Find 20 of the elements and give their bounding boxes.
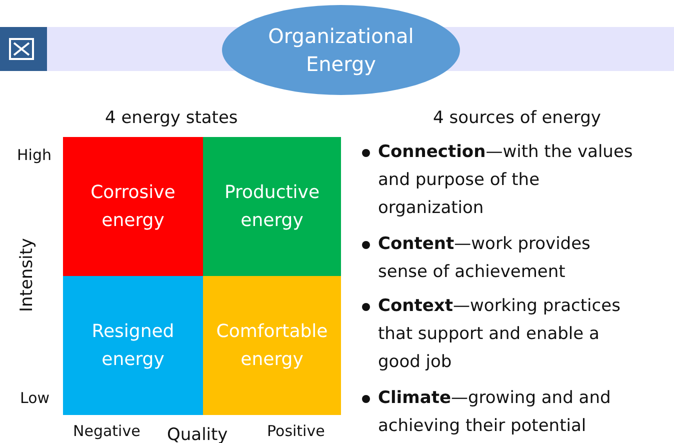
- quadrant: [63, 137, 203, 276]
- list-heading: 4 sources of energy: [433, 108, 601, 128]
- bullet-text: Context—working practices that support and enable a good job: [378, 295, 622, 374]
- bullet-text: Connection—with the values and purpose of the organization: [378, 141, 634, 220]
- quadrant-label: Resigned energy: [90, 320, 176, 372]
- bullet-text: Content—work provides sense of achievement: [378, 233, 592, 284]
- axis-title: Intensity: [17, 238, 37, 312]
- bullet-text: Climate—growing and and achieving their potential: [378, 387, 612, 438]
- quadrant-label: Comfortable energy: [216, 320, 328, 372]
- quadrant: [63, 276, 203, 415]
- title-text: Organizational Energy: [267, 23, 415, 78]
- axis-tick-label: Low: [20, 389, 50, 407]
- quadrant-label: Productive energy: [223, 180, 321, 232]
- axis-tick-label: Negative: [73, 422, 140, 440]
- quadrant: [203, 137, 341, 276]
- quadrant-label: Corrosive energy: [90, 180, 176, 232]
- quadrant: [203, 276, 341, 415]
- axis-tick-label: Positive: [267, 422, 325, 440]
- axis-tick-label: High: [17, 146, 52, 164]
- chart-heading: 4 energy states: [105, 108, 238, 128]
